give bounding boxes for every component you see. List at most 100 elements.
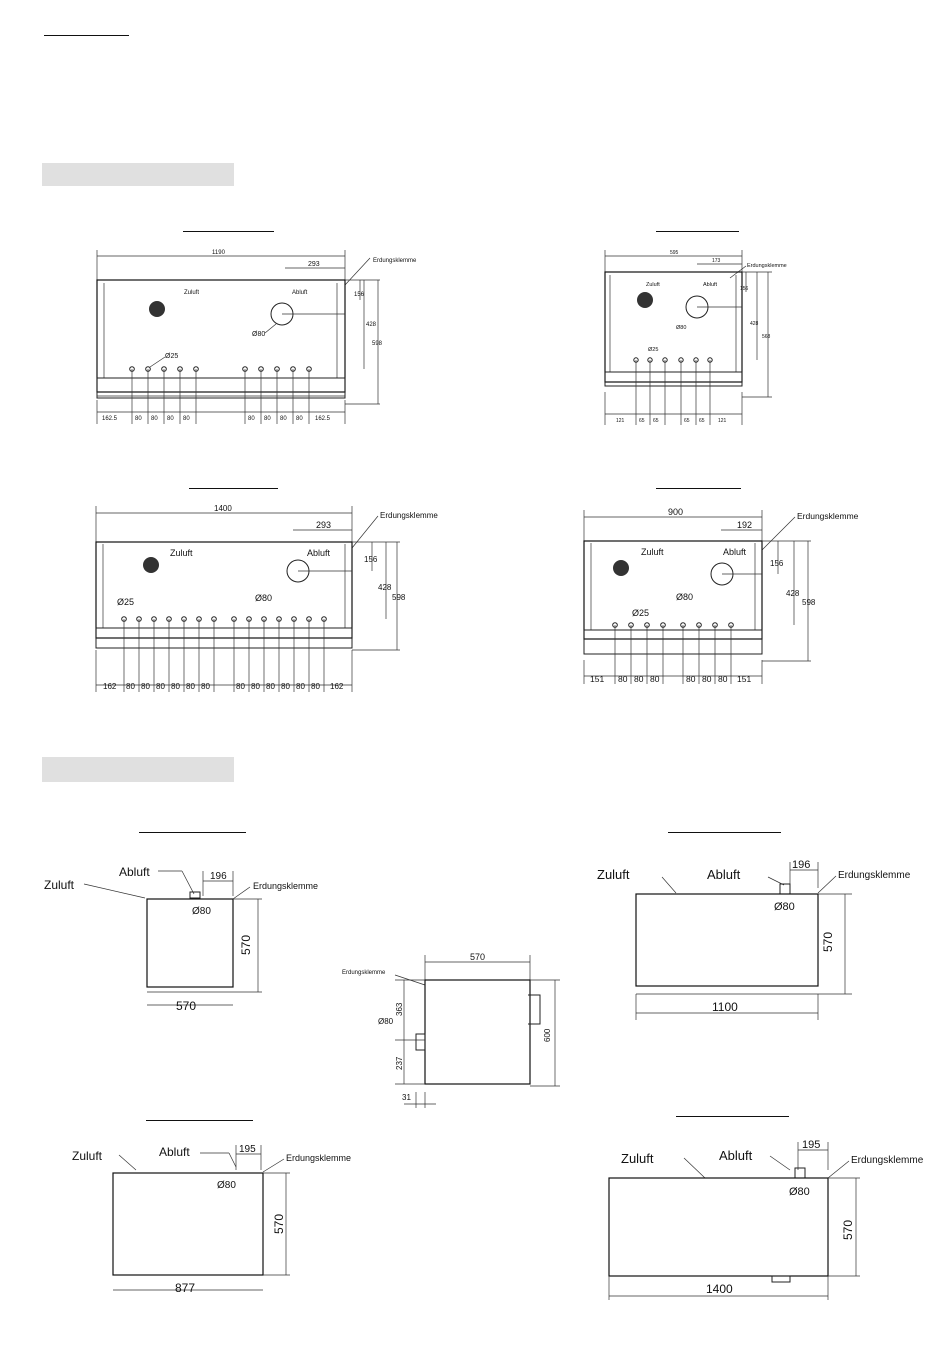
section-band-side xyxy=(42,757,234,782)
dim-b6: 80 xyxy=(718,674,728,684)
dim-h363: 363 xyxy=(395,1002,404,1016)
dia-label: Ø80 xyxy=(192,906,211,917)
abluft-label: Abluft xyxy=(119,865,150,879)
dim-b6: 80 xyxy=(201,682,210,691)
title-rule-front-595 xyxy=(656,231,739,232)
dim-b1: 80 xyxy=(618,674,628,684)
dim-v156: 156 xyxy=(354,292,365,298)
dim-b0: 162 xyxy=(103,682,117,691)
dim-total: 900 xyxy=(668,507,683,517)
dim-b5: 80 xyxy=(186,682,195,691)
dim-b7: 80 xyxy=(280,416,287,422)
abluft-label: Abluft xyxy=(307,548,331,558)
dim-b2: 80 xyxy=(634,674,644,684)
dia80-label: Ø80 xyxy=(252,331,265,338)
abluft-label: Abluft xyxy=(703,282,718,288)
dim-top: 195 xyxy=(802,1139,820,1151)
title-rule-side-570 xyxy=(139,832,246,833)
dim-side: 293 xyxy=(316,520,331,530)
abluft-label: Abluft xyxy=(723,547,747,557)
dim-total: 1190 xyxy=(212,250,226,256)
dia-label: Ø80 xyxy=(789,1186,810,1198)
ground-label: Erdungsklemme xyxy=(838,870,911,881)
dim-b8: 80 xyxy=(251,682,260,691)
dim-total: 595 xyxy=(670,250,679,256)
title-rule-front-1190 xyxy=(183,231,274,232)
dia-label: Ø80 xyxy=(378,1017,394,1026)
dim-b0: 162.5 xyxy=(102,416,118,422)
dim-width: 570 xyxy=(470,952,485,962)
dia-label: Ø80 xyxy=(774,901,795,913)
dim-b7: 151 xyxy=(737,674,751,684)
dim-height: 570 xyxy=(821,932,835,952)
abluft-label: Abluft xyxy=(292,290,308,296)
dim-b1: 80 xyxy=(126,682,135,691)
dim-b4: 80 xyxy=(686,674,696,684)
dia25-label: Ø25 xyxy=(117,597,134,607)
title-rule-front-900 xyxy=(656,488,741,489)
ground-label: Erdungsklemme xyxy=(747,263,787,269)
ground-label: Erdungsklemme xyxy=(286,1153,351,1163)
abluft-label: Abluft xyxy=(707,867,741,882)
dim-b3: 80 xyxy=(650,674,660,684)
zuluft-label: Zuluft xyxy=(621,1151,654,1166)
dim-v156: 156 xyxy=(364,555,378,564)
dim-b3: 80 xyxy=(167,416,174,422)
dim-b13: 162 xyxy=(330,682,344,691)
dia80-label: Ø80 xyxy=(676,325,686,331)
dim-top: 195 xyxy=(239,1144,256,1155)
dim-height: 570 xyxy=(841,1220,855,1240)
dim-b5: 121 xyxy=(718,418,727,424)
dim-b8: 80 xyxy=(296,416,303,422)
dia25-label: Ø25 xyxy=(165,353,178,360)
dim-height: 570 xyxy=(272,1214,286,1234)
dim-v568: 568 xyxy=(762,334,771,340)
dim-b2: 80 xyxy=(151,416,158,422)
dim-top: 196 xyxy=(210,871,227,882)
abluft-label: Abluft xyxy=(159,1145,190,1159)
dim-b1: 65 xyxy=(639,418,645,424)
dim-v428: 428 xyxy=(378,583,392,592)
dim-b3: 65 xyxy=(684,418,690,424)
dim-h237: 237 xyxy=(395,1056,404,1070)
dim-b4: 65 xyxy=(699,418,705,424)
zuluft-label: Zuluft xyxy=(170,548,193,558)
title-rule-front-1400 xyxy=(189,488,278,489)
dim-v598: 598 xyxy=(392,593,406,602)
dim-total: 1400 xyxy=(214,504,232,513)
dim-v598: 598 xyxy=(802,598,816,607)
dim-side: 192 xyxy=(737,520,752,530)
dim-side: 173 xyxy=(712,258,721,264)
dim-height: 570 xyxy=(239,935,253,955)
dim-v428: 428 xyxy=(366,322,377,328)
dim-v598: 598 xyxy=(372,341,383,347)
abluft-label: Abluft xyxy=(719,1148,753,1163)
dim-b4: 80 xyxy=(171,682,180,691)
dim-w31: 31 xyxy=(402,1093,411,1102)
dim-b7: 80 xyxy=(236,682,245,691)
dim-width: 570 xyxy=(176,999,196,1013)
dim-b1: 80 xyxy=(135,416,142,422)
dim-b10: 80 xyxy=(281,682,290,691)
zuluft-label: Zuluft xyxy=(597,867,630,882)
dim-v428: 428 xyxy=(750,321,759,327)
section-band-front xyxy=(42,163,234,186)
dim-b6: 80 xyxy=(264,416,271,422)
dim-v428: 428 xyxy=(786,589,800,598)
dim-top: 196 xyxy=(792,859,810,871)
dim-b0: 121 xyxy=(616,418,625,424)
dia25-label: Ø25 xyxy=(648,347,658,353)
dim-b2: 80 xyxy=(141,682,150,691)
ground-label: Erdungsklemme xyxy=(380,511,438,520)
dim-width: 1400 xyxy=(706,1282,733,1296)
dia25-label: Ø25 xyxy=(632,608,649,618)
title-rule-side-877 xyxy=(146,1120,253,1121)
dim-v156: 156 xyxy=(770,559,784,568)
ground-label: Erdungsklemme xyxy=(851,1155,924,1166)
zuluft-label: Zuluft xyxy=(646,282,660,288)
